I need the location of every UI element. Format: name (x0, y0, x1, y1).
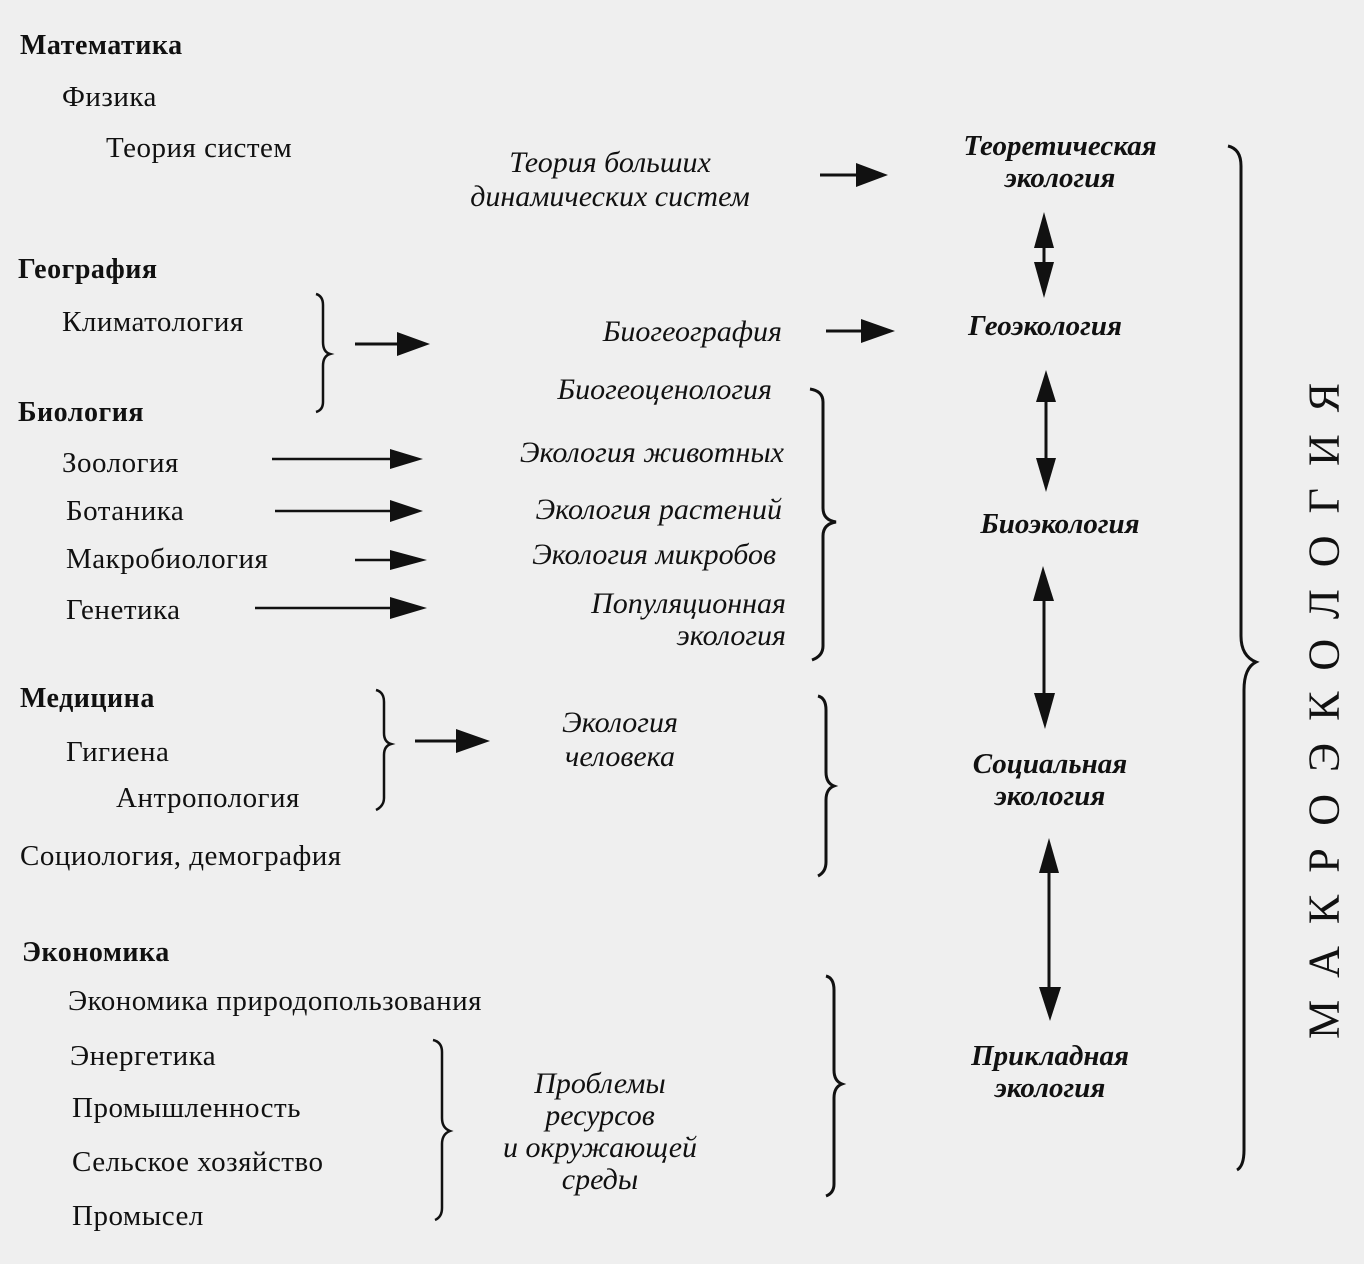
source-nature-economics: Экономика природопользования (68, 985, 483, 1017)
arrow-biogeography-to-geoecology (826, 319, 895, 343)
source-geography: География (18, 254, 158, 285)
source-economics: Экономика (22, 937, 170, 968)
mid-resources-line1: Проблемы (534, 1067, 666, 1100)
mid-biogeocenology: Биогеоценология (557, 373, 772, 406)
double-arrow-bioecology-social (1033, 566, 1055, 729)
source-climatology: Климатология (62, 306, 244, 338)
mid-animal-ecology: Экология животных (519, 436, 784, 469)
target-geoecology: Геоэкология (968, 310, 1122, 342)
target-social-line1: Социальная (972, 748, 1128, 780)
brace-climatology (315, 292, 335, 414)
mid-dynamic-systems: Теория больших динамических систем (420, 146, 800, 214)
source-medicine: Медицина (20, 683, 155, 714)
target-theoretical-line2: экология (1004, 162, 1116, 194)
brace-human-ecology (817, 694, 839, 878)
mid-population-line1: Популяционная (591, 587, 786, 620)
brace-biogeocenology-group (809, 387, 837, 662)
source-trade: Промысел (72, 1200, 204, 1232)
target-applied-ecology: Прикладная экология (915, 1040, 1185, 1104)
target-applied-line1: Прикладная (971, 1040, 1129, 1072)
arrow-genetics (255, 597, 427, 619)
mid-population-ecology: Популяционная экология (480, 588, 786, 652)
source-zoology: Зоология (62, 447, 179, 479)
source-energy: Энергетика (70, 1040, 217, 1072)
target-applied-line2: экология (994, 1072, 1106, 1104)
mid-dynamic-systems-line2: динамических систем (470, 180, 750, 213)
arrow-medicine-to-human (415, 729, 490, 753)
mid-microbe-ecology: Экология микробов (532, 538, 776, 571)
mid-biogeography: Биогеография (602, 315, 782, 348)
double-arrow-social-applied (1039, 838, 1061, 1021)
mid-resources-line3: и окружающей (502, 1131, 698, 1164)
double-arrow-geoecology-bioecology (1036, 370, 1056, 492)
double-arrow-theoretical-geoecology (1034, 212, 1054, 298)
mid-dynamic-systems-line1: Теория больших (509, 146, 711, 179)
source-physics: Физика (62, 81, 157, 113)
brace-medicine (375, 688, 396, 812)
source-mathematics: Математика (20, 30, 183, 61)
mid-plant-ecology: Экология растений (535, 493, 782, 526)
arrow-botany (275, 500, 423, 522)
mid-resources-line2: ресурсов (545, 1099, 655, 1132)
source-genetics: Генетика (66, 594, 181, 626)
source-macrobiology: Макробиология (66, 543, 269, 575)
target-theoretical-line1: Теоретическая (963, 130, 1157, 162)
mid-resources: Проблемы ресурсов и окружающей среды (460, 1068, 740, 1196)
source-biology: Биология (18, 397, 144, 428)
brace-economics-right (825, 974, 847, 1198)
arrow-dynamic-to-theoretical (820, 163, 888, 187)
source-sociology: Социология, демография (20, 840, 342, 872)
mid-population-line2: экология (676, 619, 786, 652)
arrow-zoology (272, 449, 423, 469)
source-agriculture: Сельское хозяйство (72, 1146, 324, 1178)
target-bioecology: Биоэкология (980, 508, 1140, 540)
mid-human-line2: человека (565, 740, 675, 773)
mid-human-ecology: Экология человека (520, 706, 720, 774)
arrow-macrobiology (355, 550, 427, 570)
mid-human-line1: Экология (562, 706, 678, 739)
arrow-climatology-to-biogeography (355, 332, 430, 356)
source-botany: Ботаника (66, 495, 185, 527)
brace-economics-left (432, 1038, 454, 1222)
target-theoretical-ecology: Теоретическая экология (920, 130, 1200, 194)
mid-resources-line4: среды (561, 1163, 639, 1196)
source-industry: Промышленность (72, 1092, 301, 1124)
source-systems-theory: Теория систем (106, 132, 293, 164)
target-social-line2: экология (994, 780, 1106, 812)
source-anthropology: Антропология (116, 782, 300, 814)
source-hygiene: Гигиена (66, 736, 170, 768)
brace-macroecology (1227, 144, 1260, 1172)
target-social-ecology: Социальная экология (915, 748, 1185, 812)
